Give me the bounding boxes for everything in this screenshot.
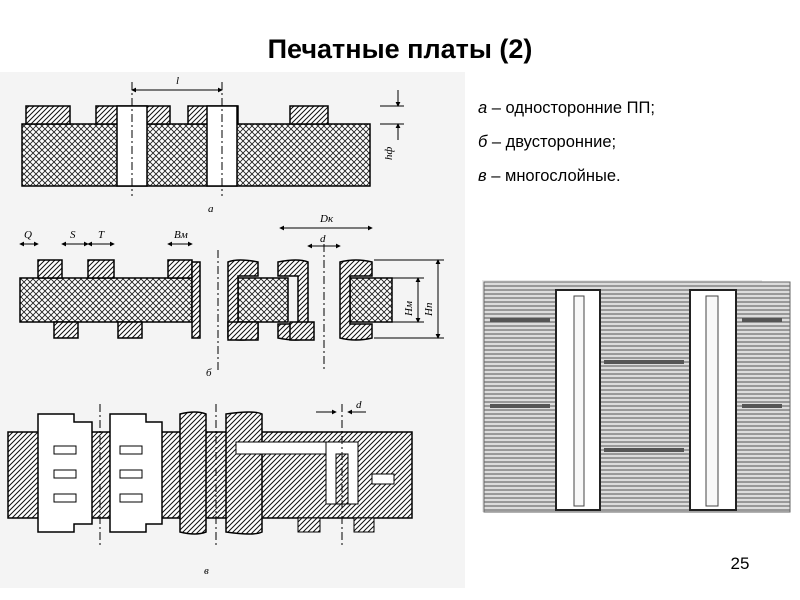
dim-d-label: d bbox=[320, 233, 326, 245]
inner-layer bbox=[53, 493, 77, 503]
legend-item: а – односторонние ПП; bbox=[478, 98, 655, 132]
caption-c: в bbox=[204, 565, 209, 577]
substrate-a bbox=[21, 123, 371, 187]
pad-a bbox=[289, 105, 329, 125]
trace-top bbox=[87, 259, 115, 279]
multilayer-crosssection-photo bbox=[483, 281, 791, 513]
legend-letter: в bbox=[478, 167, 487, 185]
page-number: 25 bbox=[730, 554, 750, 573]
via-wall bbox=[179, 411, 207, 535]
dim-Q-label: Q bbox=[24, 229, 32, 241]
dim-Bm-label: Bм bbox=[174, 229, 188, 241]
photo-copper-layer bbox=[742, 318, 782, 322]
inner-layer bbox=[53, 469, 77, 479]
legend-text: – односторонние ПП; bbox=[487, 99, 655, 117]
slide-title: Печатные платы (2) bbox=[267, 34, 533, 64]
dim-Hm-label: Hм bbox=[403, 301, 415, 317]
board-double-sided: Q S T Bм Dк d Hм Hп б bbox=[19, 213, 444, 379]
dim-S-label: S bbox=[70, 229, 76, 241]
via-wall bbox=[191, 261, 201, 339]
inner-layer bbox=[235, 441, 327, 455]
trace-bottom bbox=[53, 321, 79, 339]
dim-T-label: T bbox=[98, 229, 105, 241]
trace-bottom bbox=[289, 321, 315, 341]
legend-list: а – односторонние ПП; б – двусторонние; … bbox=[478, 98, 655, 200]
trace-bottom bbox=[297, 517, 321, 533]
board-multilayer: d в bbox=[7, 399, 413, 577]
caption-b: б bbox=[206, 367, 212, 379]
trace-bottom bbox=[353, 517, 375, 533]
trace-bottom bbox=[227, 321, 259, 341]
pad-a bbox=[25, 105, 71, 125]
board-single-sided: l hф а bbox=[21, 75, 404, 215]
inner-layer bbox=[53, 445, 77, 455]
substrate-b bbox=[349, 277, 393, 323]
photo-laminate bbox=[483, 281, 791, 513]
photo-copper-layer bbox=[490, 318, 550, 322]
photo-copper-layer bbox=[490, 404, 550, 408]
photo-via-hole bbox=[573, 295, 585, 507]
substrate-b bbox=[237, 277, 289, 323]
dim-l-label: l bbox=[176, 75, 179, 87]
inner-layer bbox=[371, 473, 395, 485]
legend-letter: б bbox=[478, 133, 488, 151]
legend-text: – многослойные. bbox=[486, 167, 621, 185]
photo-via-hole bbox=[705, 295, 719, 507]
inner-layer bbox=[119, 493, 143, 503]
legend-text: – двусторонние; bbox=[487, 133, 617, 151]
via-wall bbox=[225, 411, 263, 535]
dim-Dk-label: Dк bbox=[319, 213, 334, 225]
dim-d-label: d bbox=[356, 399, 362, 411]
legend-letter: а bbox=[478, 99, 488, 117]
substrate-b bbox=[19, 277, 193, 323]
photo-copper-layer bbox=[604, 448, 684, 452]
legend-item: в – многослойные. bbox=[478, 166, 655, 200]
caption-a: а bbox=[208, 203, 214, 215]
trace-top bbox=[167, 259, 193, 279]
dim-hf-label: hф bbox=[383, 147, 395, 161]
dim-Hp-label: Hп bbox=[423, 302, 435, 317]
photo-copper-layer bbox=[604, 360, 684, 364]
trace-bottom bbox=[117, 321, 143, 339]
legend-item: б – двусторонние; bbox=[478, 132, 655, 166]
inner-layer bbox=[119, 469, 143, 479]
trace-top bbox=[37, 259, 63, 279]
via-wall bbox=[339, 259, 373, 341]
photo-copper-layer bbox=[742, 404, 782, 408]
inner-layer bbox=[119, 445, 143, 455]
